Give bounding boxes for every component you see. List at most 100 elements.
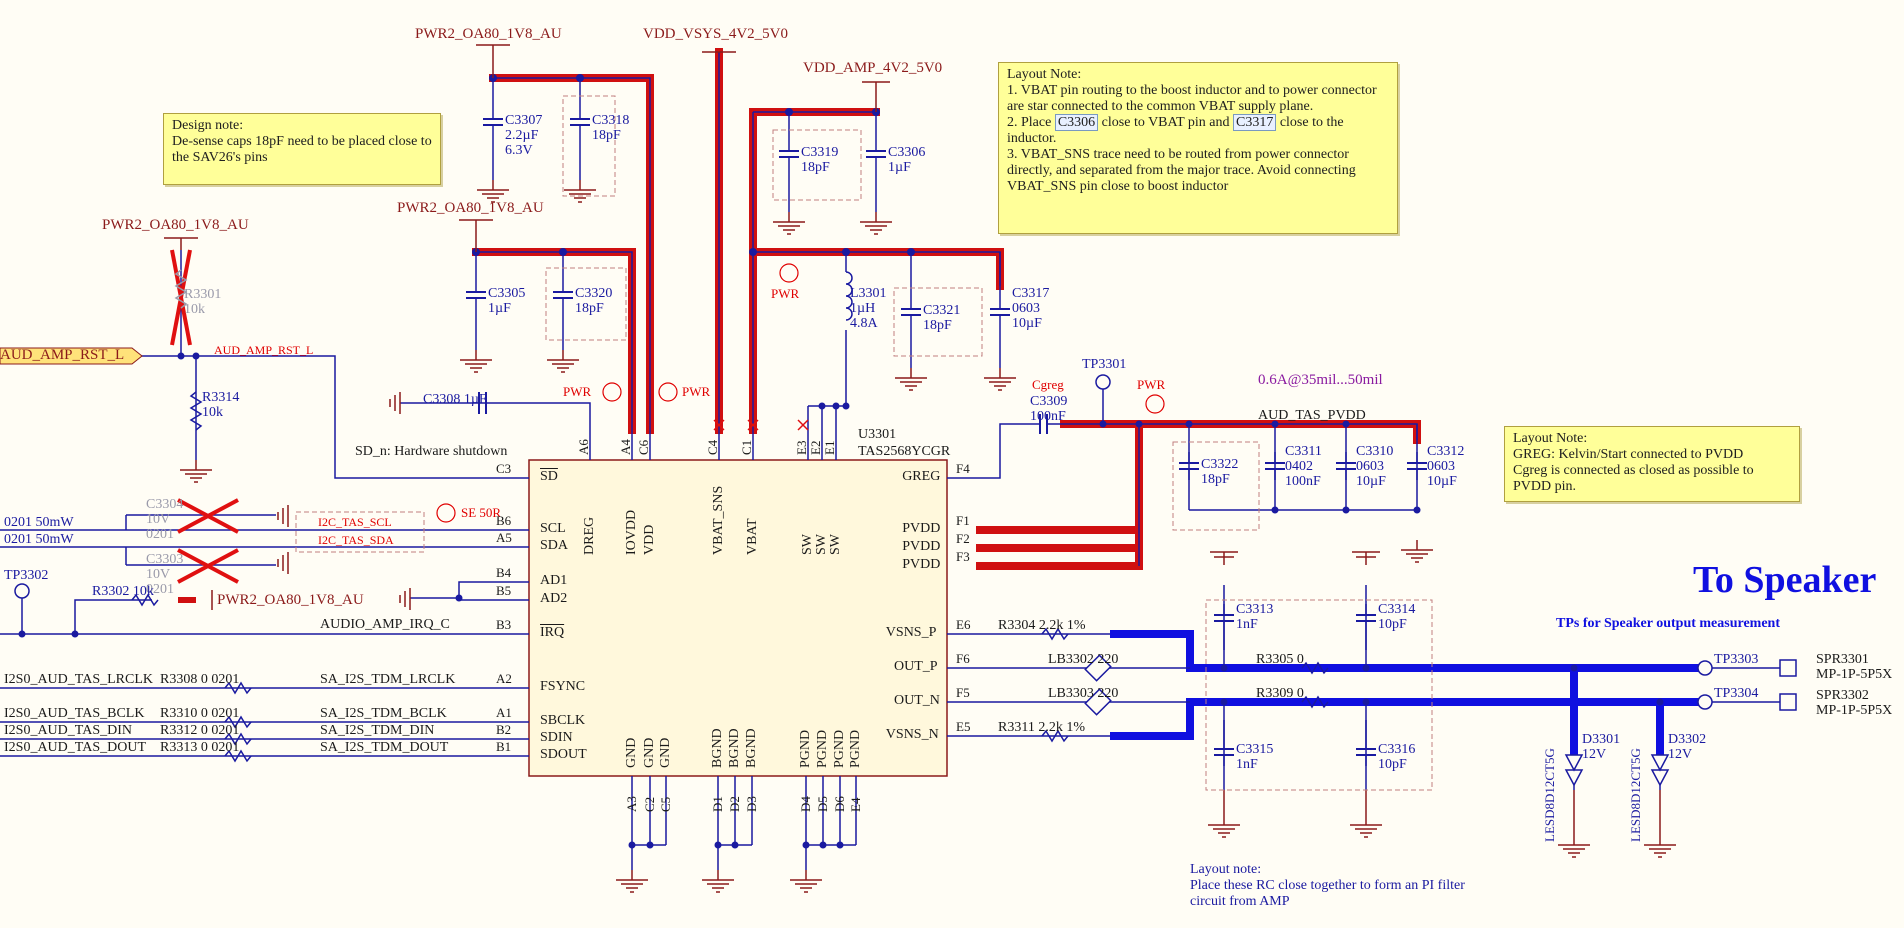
pin-name-A1: SBCLK xyxy=(540,713,586,728)
sd-note: SD_n: Hardware shutdown xyxy=(355,444,508,459)
net-i2s-lrclk: I2S0_AUD_TAS_LRCLK xyxy=(4,672,153,687)
layout-note-pi: Layout note: Place these RC close togeth… xyxy=(1190,862,1465,909)
cap-c3320 xyxy=(552,280,574,310)
resistor-r3301 xyxy=(174,269,188,309)
net-label-pwr-top: PWR2_OA80_1V8_AU xyxy=(415,26,562,42)
pin-name-C1: VBAT xyxy=(745,518,760,555)
pin-name-D6: PGND xyxy=(832,729,847,768)
pin-num-F3: F3 xyxy=(956,549,970,564)
part-label-c3314: C3314 10pF xyxy=(1378,602,1416,632)
pin-num-D3: D3 xyxy=(744,796,759,812)
diode-d3302 xyxy=(1650,754,1670,787)
part-label-r3312: R3312 0 0201 xyxy=(160,723,240,738)
pin-name-B4: AD1 xyxy=(540,573,568,588)
resistor-r3313 xyxy=(224,749,252,763)
pin-num-A5: A5 xyxy=(496,530,512,545)
cap-c3306 xyxy=(865,139,887,169)
inductor-l3301 xyxy=(845,271,853,321)
part-label-tp3304: TP3304 xyxy=(1714,686,1759,701)
part-label-c3312: C3312 0603 10µF xyxy=(1427,444,1465,489)
pin-num-F2: F2 xyxy=(956,531,970,546)
net-label-sda: I2C_TAS_SDA xyxy=(318,533,394,547)
part-label-c3322: C3322 18pF xyxy=(1201,457,1239,487)
cgreg-label: Cgreg xyxy=(1032,377,1064,392)
pin-num-D4: D4 xyxy=(798,796,813,812)
pin-name-F5: OUT_N xyxy=(894,693,940,708)
net-i2s-bclk: I2S0_AUD_TAS_BCLK xyxy=(4,706,145,721)
pin-name-B3: IRQ xyxy=(540,625,565,640)
resistor-r3302 xyxy=(131,593,159,607)
resistor-r3309 xyxy=(1301,695,1329,709)
cap-c3321 xyxy=(900,297,922,327)
pin-num-C2: C2 xyxy=(642,796,657,812)
part-label-spr3302: SPR3302 MP-1P-5P5X xyxy=(1816,688,1893,718)
part-label-c3313: C3313 1nF xyxy=(1236,602,1274,632)
resistor-r3312 xyxy=(224,732,252,746)
pin-name-D2: BGND xyxy=(727,728,742,768)
testpoint-tp3301 xyxy=(1095,374,1111,390)
net-label-pwr-left: PWR2_OA80_1V8_AU xyxy=(102,217,249,233)
part-label-r3302: R3302 10k xyxy=(92,584,154,599)
net-label-pwr-irq: PWR2_OA80_1V8_AU xyxy=(217,592,364,608)
ref-c3306[interactable]: C3306 xyxy=(1054,114,1099,131)
resistor-r3311 xyxy=(1041,729,1069,743)
pin-name-A5: SDA xyxy=(540,538,569,553)
pin-name-A4: IOVDD xyxy=(624,509,639,555)
r0201-a: 0201 50mW xyxy=(4,515,74,530)
part-label-tp3301: TP3301 xyxy=(1082,357,1127,372)
part-label-tp3303: TP3303 xyxy=(1714,652,1759,667)
part-label-c3315: C3315 1nF xyxy=(1236,742,1274,772)
pin-name-B1: SDOUT xyxy=(540,747,587,762)
pin-name-D5: PGND xyxy=(815,729,830,768)
net-sa-din: SA_I2S_TDM_DIN xyxy=(320,723,435,738)
pin-name-F2: PVDD xyxy=(902,539,941,554)
pin-num-B1: B1 xyxy=(496,739,512,754)
pin-num-A6: A6 xyxy=(576,439,591,455)
net-sa-lrclk: SA_I2S_TDM_LRCLK xyxy=(320,672,456,687)
speaker-rails xyxy=(1110,630,1700,755)
design-note: Design note: De-sense caps 18pF need to … xyxy=(163,113,441,185)
part-label-lb3302: LB3302 220 xyxy=(1048,652,1119,667)
net-label-scl: I2C_TAS_SCL xyxy=(318,515,392,529)
net-sa-dout: SA_I2S_TDM_DOUT xyxy=(320,740,449,755)
pin-num-E6: E6 xyxy=(956,617,971,632)
pin-num-F5: F5 xyxy=(956,685,970,700)
pwr-marker-3: PWR xyxy=(771,286,800,301)
part-label-r3310: R3310 0 0201 xyxy=(160,706,240,721)
part-label-d3302: D3302 12V xyxy=(1668,732,1707,762)
pin-num-A3: A3 xyxy=(624,796,639,812)
pwr-marker-4: PWR xyxy=(1137,377,1166,392)
pin-name-B5: AD2 xyxy=(540,591,568,606)
layout-note-greg: Layout Note: GREG: Kelvin/Start connecte… xyxy=(1504,426,1800,502)
part-label-r3308: R3308 0 0201 xyxy=(160,672,240,687)
pin-num-B5: B5 xyxy=(496,583,512,598)
pin-num-B2: B2 xyxy=(496,722,512,737)
pin-num-D2: D2 xyxy=(727,796,742,812)
pin-num-D5: D5 xyxy=(815,796,830,812)
se50-label: SE 50R xyxy=(461,505,502,520)
pwr-marker-1: PWR xyxy=(563,384,592,399)
resistor-r3308 xyxy=(224,681,252,695)
pin-num-C1: C1 xyxy=(739,439,754,455)
ic-part: TAS2568YCGR xyxy=(858,444,951,459)
ic-ref: U3301 xyxy=(858,427,897,442)
part-label-c3307: C3307 2.2µF 6.3V xyxy=(505,113,543,158)
pin-num-E4: E4 xyxy=(848,797,863,812)
pin-num-D1: D1 xyxy=(710,796,725,812)
part-label-l3301: L3301 1µH 4.8A xyxy=(850,286,887,331)
net-label-pwr-mid: PWR2_OA80_1V8_AU xyxy=(397,200,544,216)
pin-name-C6: VDD xyxy=(642,524,657,555)
net-label-rst: AUD_AMP_RST_L xyxy=(0,347,125,363)
pin-name-E1: SW xyxy=(828,534,843,555)
pin-name-B6: SCL xyxy=(540,521,566,536)
testpoint-tp3304 xyxy=(1697,694,1713,710)
pin-num-E1: E1 xyxy=(822,440,837,455)
layout-note-vbat: Layout Note: 1. VBAT pin routing to the … xyxy=(998,62,1398,234)
part-label-r3309: R3309 0 xyxy=(1256,686,1304,701)
pin-num-B4: B4 xyxy=(496,565,512,580)
net-label-irq: AUDIO_AMP_IRQ_C xyxy=(320,617,450,632)
pin-num-B3: B3 xyxy=(496,617,512,632)
ref-c3317[interactable]: C3317 xyxy=(1232,114,1277,131)
part-label-r3305: R3305 0 xyxy=(1256,652,1304,667)
net-port-reset xyxy=(0,347,143,365)
